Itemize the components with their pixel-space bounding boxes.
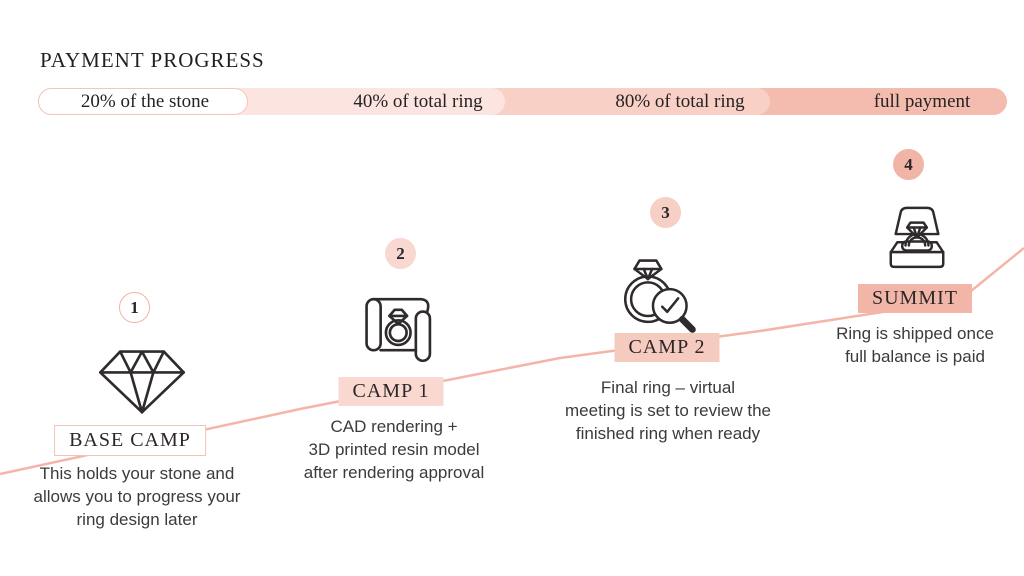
desc-line: Ring is shipped once	[836, 324, 994, 343]
ring-box-icon	[876, 198, 958, 280]
stage-2-description: CAD rendering + 3D printed resin model a…	[254, 415, 534, 484]
stage-4-description: Ring is shipped once full balance is pai…	[775, 322, 1024, 368]
progress-segment-20	[38, 88, 248, 115]
progress-label-full: full payment	[873, 90, 971, 112]
desc-line: meeting is set to review the	[565, 401, 771, 420]
desc-line: This holds your stone and	[39, 464, 235, 483]
page-title: PAYMENT PROGRESS	[40, 48, 265, 72]
stage-2-number: 2	[385, 238, 416, 269]
desc-line: finished ring when ready	[575, 424, 761, 443]
stage-4-number: 4	[893, 149, 924, 180]
stage-1-number: 1	[119, 292, 150, 323]
desc-line: after rendering approval	[303, 463, 485, 482]
ring-inspection-icon	[616, 250, 700, 340]
desc-line: 3D printed resin model	[308, 440, 480, 459]
progress-label-20: 20% of the stone	[80, 90, 210, 112]
blueprint-ring-icon	[356, 292, 444, 368]
stage-3-camp-label: CAMP 2	[614, 333, 720, 362]
desc-line: CAD rendering +	[330, 417, 458, 436]
stage-3-description: Final ring – virtual meeting is set to r…	[528, 376, 808, 445]
diamond-icon	[94, 344, 190, 416]
stage-1-camp-label: BASE CAMP	[54, 425, 206, 456]
stage-4-camp-label: SUMMIT	[857, 284, 973, 313]
desc-line: full balance is paid	[845, 347, 985, 366]
desc-line: Final ring – virtual	[600, 378, 736, 397]
stage-2-camp-label: CAMP 1	[338, 377, 444, 406]
progress-label-40: 40% of total ring	[353, 90, 483, 112]
stage-1-description: This holds your stone and allows you to …	[0, 462, 277, 531]
progress-bar: 20% of the stone 40% of total ring 80% o…	[38, 88, 1007, 115]
progress-label-80: 80% of total ring	[615, 90, 745, 112]
stage-3-number: 3	[650, 197, 681, 228]
desc-line: allows you to progress your	[33, 487, 241, 506]
desc-line: ring design later	[76, 510, 198, 529]
